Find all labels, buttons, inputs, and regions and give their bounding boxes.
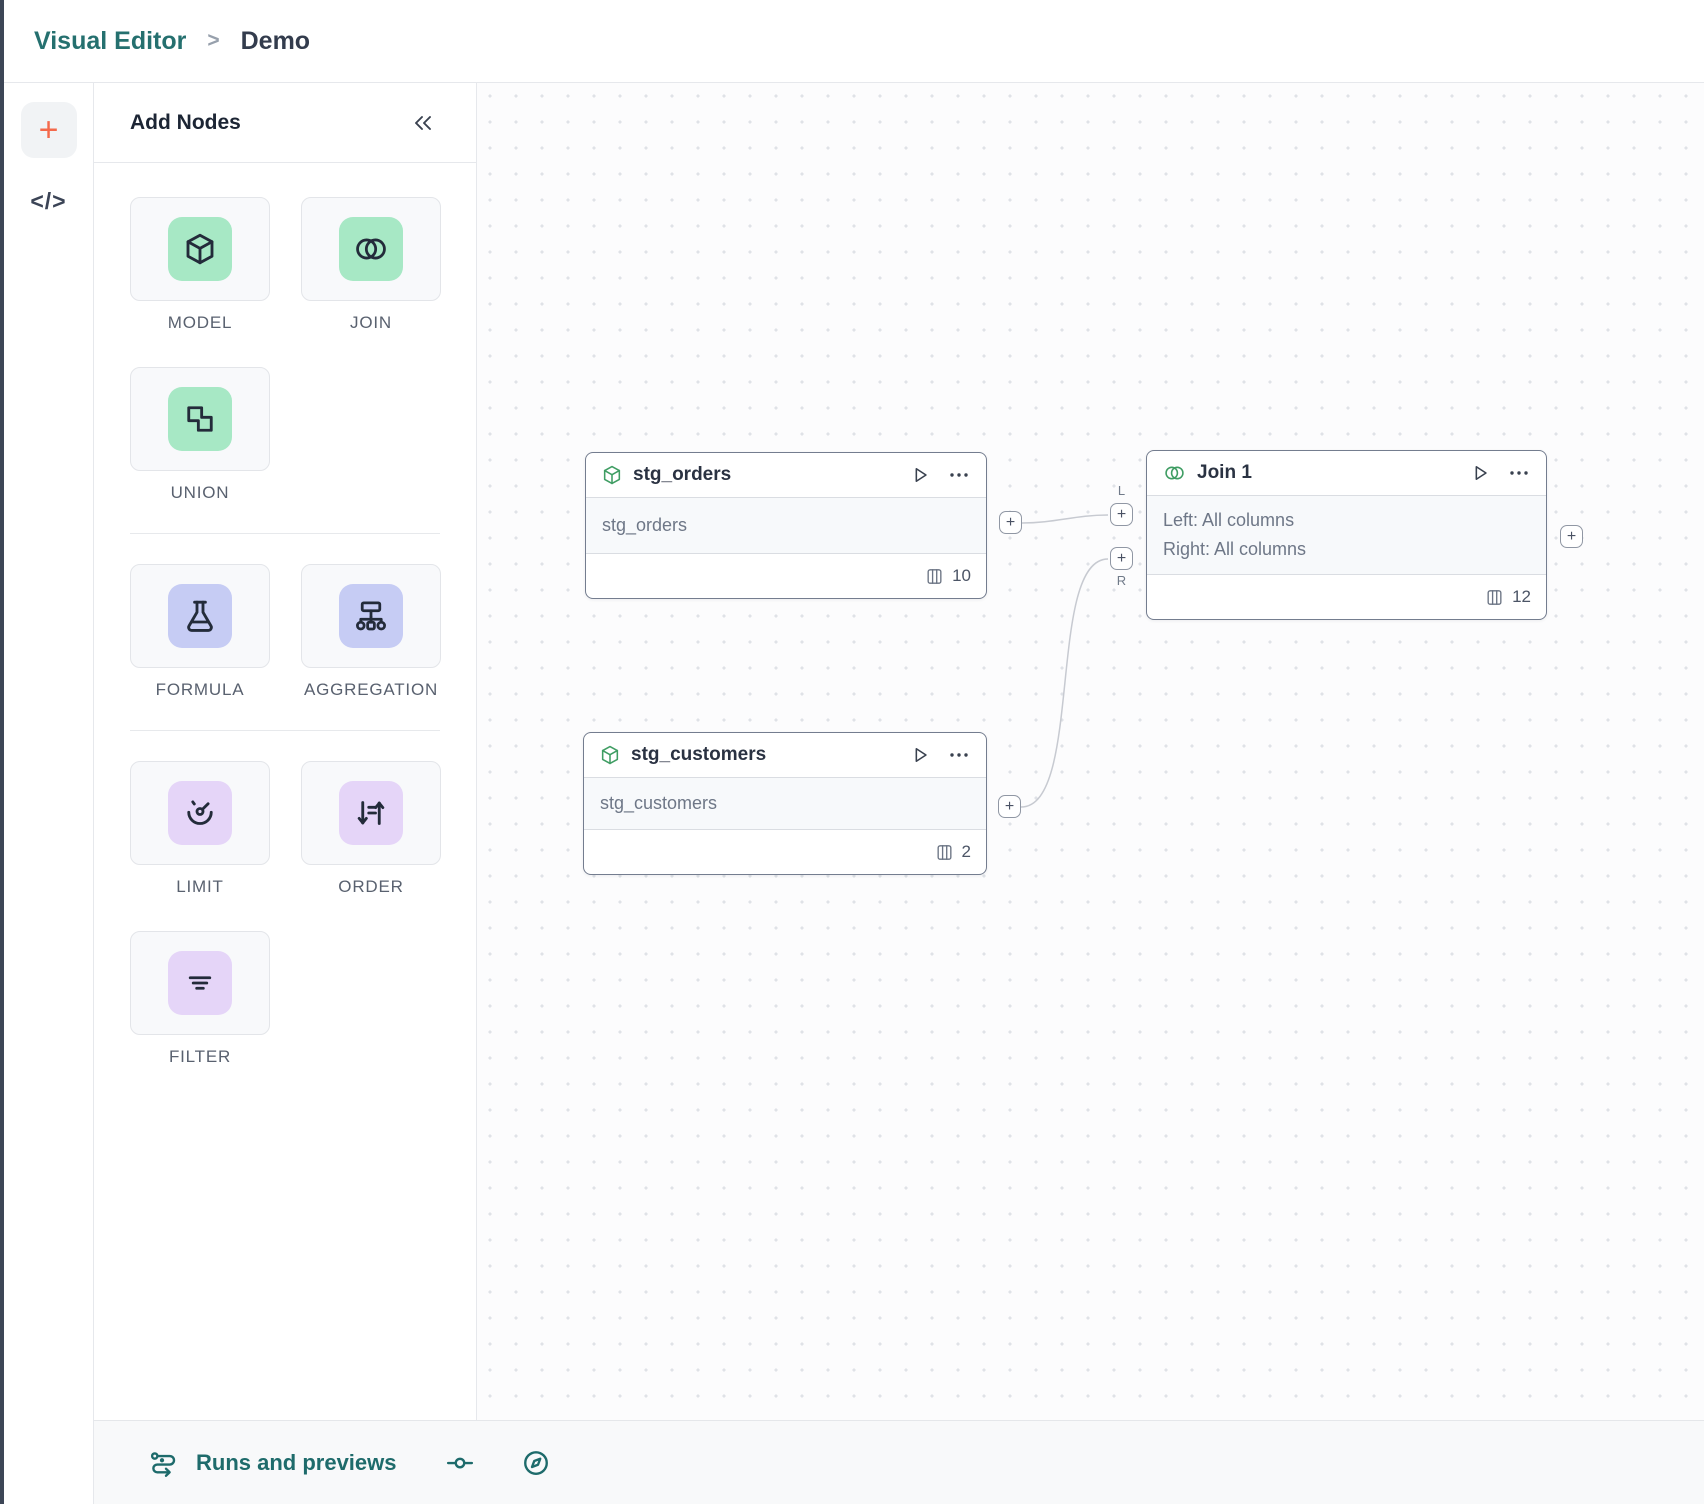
palette-item-order[interactable]: ORDER — [301, 761, 441, 897]
plus-icon: + — [1005, 513, 1016, 531]
flask-icon — [187, 600, 213, 632]
join-left-config: Left: All columns — [1163, 510, 1295, 530]
palette-divider — [130, 730, 440, 731]
sort-arrows-icon — [357, 801, 385, 825]
join-circles-icon — [1165, 466, 1184, 480]
node-footer: 2 — [584, 830, 986, 874]
commit-node-icon[interactable] — [445, 1448, 475, 1478]
column-count: 2 — [961, 842, 971, 861]
node-title: stg_customers — [631, 744, 767, 765]
node-menu-icon[interactable] — [1507, 462, 1531, 484]
palette-item-union[interactable]: UNION — [130, 367, 270, 503]
node-body: stg_customers — [584, 777, 986, 830]
breadcrumb: Visual Editor > Demo — [4, 0, 1704, 83]
edge-customers-to-join — [1020, 558, 1109, 808]
palette-item-formula[interactable]: FORMULA — [130, 564, 270, 700]
node-stg-orders[interactable]: stg_orders stg_orders 10 — [585, 452, 987, 599]
palette-item-label: ORDER — [338, 877, 404, 896]
plus-icon: + — [1004, 797, 1015, 815]
node-body: stg_orders — [586, 497, 986, 554]
gauge-icon — [187, 800, 213, 825]
filter-lines-icon — [188, 976, 212, 990]
plus-icon: + — [1116, 505, 1127, 523]
node-menu-icon[interactable] — [947, 464, 971, 486]
palette-item-limit[interactable]: LIMIT — [130, 761, 270, 897]
left-toolbar: + </> — [4, 83, 93, 1504]
output-handle-join[interactable]: + — [1560, 525, 1583, 548]
compass-icon[interactable] — [521, 1448, 551, 1478]
merged-squares-icon — [187, 406, 213, 432]
edge-orders-to-join — [1021, 514, 1109, 524]
plus-icon: + — [1566, 527, 1577, 545]
output-handle-stg-orders[interactable]: + — [999, 511, 1022, 534]
columns-icon — [937, 844, 952, 860]
add-nodes-panel: Add Nodes MODEL — [93, 83, 477, 1420]
plus-icon: + — [38, 111, 59, 149]
code-icon: </> — [30, 188, 67, 214]
overlap-circles-icon — [356, 238, 386, 260]
node-header: stg_customers — [584, 733, 986, 777]
model-cube-icon — [601, 745, 619, 765]
columns-icon — [1487, 589, 1502, 605]
palette-item-label: FILTER — [168, 1047, 232, 1066]
palette-item-label: AGGREGATION — [303, 680, 439, 699]
panel-title: Add Nodes — [130, 110, 241, 134]
breadcrumb-separator: > — [207, 29, 220, 52]
app-left-edge — [0, 0, 4, 1504]
output-handle-stg-customers[interactable]: + — [998, 795, 1021, 818]
node-body: Left: All columns Right: All columns — [1147, 495, 1546, 575]
column-count: 12 — [1512, 587, 1531, 606]
flow-canvas[interactable]: stg_orders stg_orders 10 — [477, 83, 1704, 1420]
join-left-handle-label: L — [1117, 483, 1126, 498]
palette-item-filter[interactable]: FILTER — [130, 931, 270, 1067]
model-cube-icon — [603, 465, 621, 485]
node-menu-icon[interactable] — [947, 744, 971, 766]
node-source: stg_customers — [600, 793, 718, 813]
collapse-panel-icon[interactable] — [410, 113, 436, 133]
cube-icon — [186, 233, 214, 265]
column-count: 10 — [952, 566, 971, 585]
palette-divider — [130, 533, 440, 534]
node-source: stg_orders — [602, 515, 688, 535]
node-header: Join 1 — [1147, 451, 1546, 495]
add-nodes-header: Add Nodes — [94, 83, 476, 163]
node-join-1[interactable]: Join 1 Left: All columns Right: All colu… — [1146, 450, 1547, 620]
breadcrumb-page-title: Demo — [240, 26, 311, 55]
input-handle-join-right[interactable]: + — [1110, 547, 1133, 570]
node-footer: 10 — [586, 554, 986, 598]
runs-icon[interactable] — [148, 1448, 180, 1478]
columns-icon — [927, 568, 942, 584]
palette-item-label: JOIN — [350, 313, 392, 332]
palette-item-label: LIMIT — [176, 877, 224, 896]
node-header: stg_orders — [586, 453, 986, 497]
node-footer: 12 — [1147, 575, 1546, 619]
node-title: stg_orders — [633, 464, 732, 485]
breadcrumb-section[interactable]: Visual Editor — [34, 26, 187, 55]
join-right-handle-label: R — [1116, 573, 1127, 588]
palette-item-join[interactable]: JOIN — [301, 197, 441, 333]
join-right-config: Right: All columns — [1163, 539, 1307, 559]
palette-item-aggregation[interactable]: AGGREGATION — [301, 564, 441, 700]
palette-list: MODEL JOIN UNION — [94, 163, 476, 1067]
tree-icon — [356, 601, 386, 631]
run-node-icon[interactable] — [1469, 462, 1491, 484]
bottom-bar: Runs and previews — [93, 1420, 1704, 1504]
plus-icon: + — [1116, 549, 1127, 567]
code-view-button[interactable]: </> — [4, 188, 93, 215]
palette-item-model[interactable]: MODEL — [130, 197, 270, 333]
run-node-icon[interactable] — [909, 464, 931, 486]
node-title: Join 1 — [1197, 462, 1252, 483]
palette-item-label: MODEL — [167, 313, 233, 332]
node-stg-customers[interactable]: stg_customers stg_customers 2 — [583, 732, 987, 875]
add-node-button[interactable]: + — [20, 102, 77, 158]
input-handle-join-left[interactable]: + — [1110, 503, 1133, 526]
run-node-icon[interactable] — [909, 744, 931, 766]
runs-and-previews-button[interactable]: Runs and previews — [196, 1449, 397, 1475]
palette-item-label: UNION — [170, 483, 230, 502]
palette-item-label: FORMULA — [155, 680, 245, 699]
